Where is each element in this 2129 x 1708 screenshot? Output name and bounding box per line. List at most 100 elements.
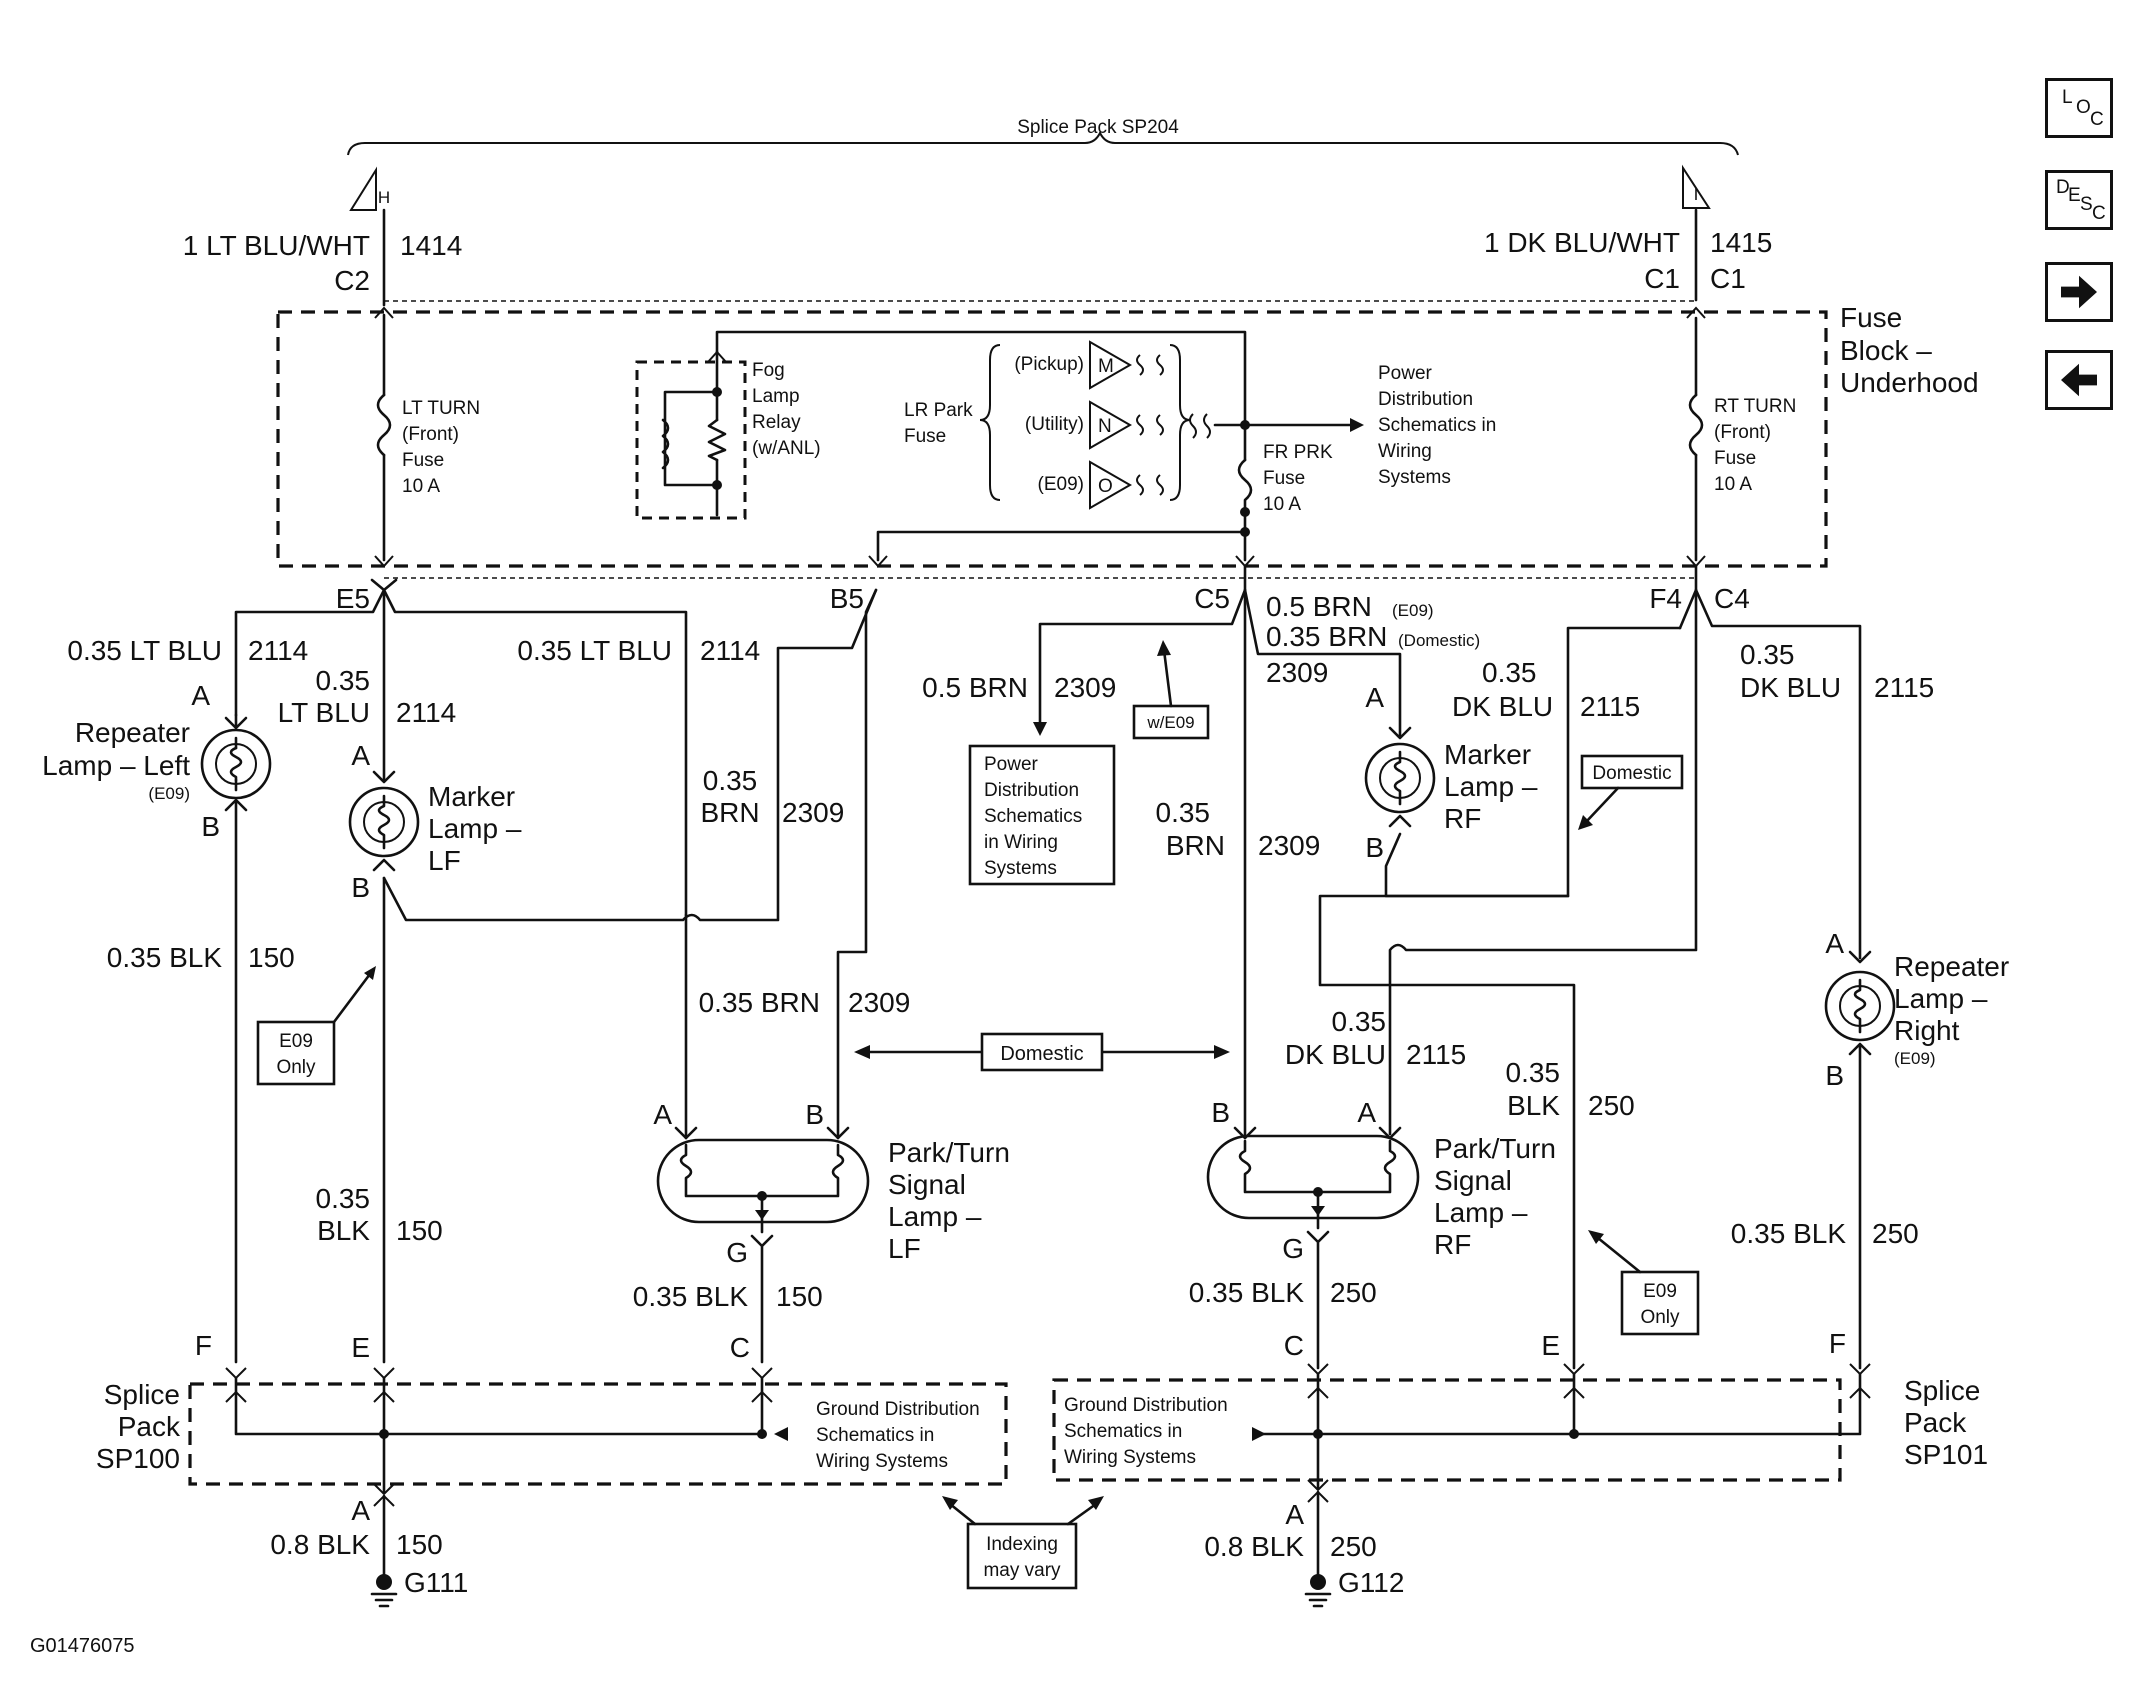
wire-150-marker-gauge: 0.35 xyxy=(316,1183,371,1214)
previous-page-button[interactable] xyxy=(2045,350,2113,410)
fog-relay-resistor xyxy=(707,418,727,462)
sp204-bracket xyxy=(347,130,1739,156)
wire-2309-marker-number: 2309 xyxy=(1266,657,1328,688)
power-distribution-box xyxy=(968,744,1116,886)
sp101-inner-arrows xyxy=(1307,1386,1871,1399)
fuse-block-underhood xyxy=(276,310,1828,568)
svg-text:Systems: Systems xyxy=(984,858,1057,879)
description-button[interactable]: D E S C xyxy=(2045,170,2113,230)
wire-1414-number: 1414 xyxy=(400,230,462,261)
wire-2115-right-color: DK BLU xyxy=(1740,672,1841,703)
park-rf-pin-a: A xyxy=(1357,1097,1376,1128)
ground-distribution-note-left: Ground Distribution Schematics in Wiring… xyxy=(816,1399,980,1472)
park-turn-lamp-rf xyxy=(1206,1126,1420,1370)
wire-2309-left-color: BRN xyxy=(700,797,759,828)
wire-2309-park-lf xyxy=(836,588,878,1140)
svg-text:Signal: Signal xyxy=(1434,1165,1512,1196)
fog-relay-coil xyxy=(661,350,719,517)
sp100-pin-e: E xyxy=(351,1332,370,1363)
sp101-out-arrow xyxy=(1307,1479,1329,1492)
variant-n-triangle: N xyxy=(1089,400,1133,450)
marker-lamp-rf xyxy=(1364,726,1436,828)
ground-dist-right-arrowhead xyxy=(1252,1427,1266,1441)
fog-relay-node xyxy=(712,387,722,397)
wire-2114-marker-gauge: 0.35 xyxy=(316,665,371,696)
rt-turn-fuse-symbol xyxy=(1688,393,1704,457)
fr-prk-junction xyxy=(1240,527,1250,537)
g111-wire-number: 150 xyxy=(396,1529,443,1560)
fr-prk-fuse-label: FR PRK Fuse 10 A xyxy=(1263,442,1333,515)
location-button[interactable]: L O C xyxy=(2045,78,2113,138)
connector-c1-left: C1 xyxy=(1644,263,1680,294)
variant-pickup: (Pickup) xyxy=(1014,354,1084,375)
fr-prk-feed-wire xyxy=(715,330,1247,462)
marker-lf-pin-a: A xyxy=(351,740,370,771)
e09-only-right-leader xyxy=(1596,1236,1642,1274)
e09-only-note-left xyxy=(256,1020,336,1086)
wire-2115-marker-gauge: 0.35 xyxy=(1482,657,1537,688)
wire-2115-right-number: 2115 xyxy=(1874,672,1934,703)
wire-250-sp101-e xyxy=(1318,626,1682,1370)
fuse-block-label-1: Fuse xyxy=(1840,302,1902,333)
svg-text:(E09): (E09) xyxy=(148,784,190,803)
splice-pack-sp100 xyxy=(188,1382,1008,1486)
wire-1415-number: 1415 xyxy=(1710,227,1772,258)
svg-text:Fuse: Fuse xyxy=(904,426,946,447)
sp101-pin-e: E xyxy=(1541,1330,1560,1361)
sp101-bus xyxy=(1260,1372,1862,1490)
lt-turn-fuse-label: LT TURN (Front) Fuse 10 A xyxy=(402,398,480,497)
park-lf-pin-a: A xyxy=(653,1099,672,1130)
power-dist-arrowhead xyxy=(1350,418,1364,432)
svg-text:(Front): (Front) xyxy=(1714,422,1771,443)
e09-only-left-arrowhead xyxy=(364,966,376,980)
park-rf-pin-b: B xyxy=(1211,1097,1230,1128)
desc-letter-c: C xyxy=(2092,203,2106,224)
ground-dist-left-arrowhead xyxy=(774,1427,788,1441)
w-e09-leader xyxy=(1162,648,1173,708)
marker-lamp-lf-label: Marker Lamp – LF xyxy=(428,781,522,876)
svg-text:Fuse: Fuse xyxy=(402,450,444,471)
svg-text:Lamp –: Lamp – xyxy=(888,1201,982,1232)
wire-brn-dom-tag: (Domestic) xyxy=(1398,631,1480,650)
sp100-pin-c: C xyxy=(730,1332,750,1363)
marker-rf-pin-a: A xyxy=(1365,682,1384,713)
sp101-pin-c: C xyxy=(1284,1330,1304,1361)
connector-h-triangle xyxy=(349,166,377,211)
svg-text:LT TURN: LT TURN xyxy=(402,398,480,419)
wire-2114-repeater xyxy=(234,588,386,717)
svg-text:Wiring Systems: Wiring Systems xyxy=(1064,1447,1196,1468)
power-distribution-note: Power Distribution Schematics in Wiring … xyxy=(1378,363,1496,488)
svg-text:FR PRK: FR PRK xyxy=(1263,442,1333,463)
ground-g111-symbol xyxy=(370,1574,398,1608)
repeater-lamp-left-label: Repeater Lamp – Left (E09) xyxy=(42,717,190,803)
svg-text:RT TURN: RT TURN xyxy=(1714,396,1796,417)
next-page-button[interactable] xyxy=(2045,262,2113,322)
lr-park-right-brace xyxy=(1169,344,1191,501)
c2-socket xyxy=(374,306,394,319)
wire-2114-left-number: 2114 xyxy=(248,635,308,666)
wire-250-e-number: 250 xyxy=(1588,1090,1635,1121)
connector-c4: C4 xyxy=(1714,583,1750,614)
sp100-node-2 xyxy=(757,1429,767,1439)
repeater-lamp-left xyxy=(200,713,272,1364)
svg-text:Fuse: Fuse xyxy=(1714,448,1756,469)
svg-text:LR Park: LR Park xyxy=(904,400,973,421)
wire-250-e-gauge: 0.35 xyxy=(1506,1057,1561,1088)
wire-2309-lower-number: 2309 xyxy=(848,987,910,1018)
domestic-note-center xyxy=(980,1032,1104,1072)
marker-lf-pin-b: B xyxy=(351,872,370,903)
park-turn-lamp-lf xyxy=(656,1126,870,1364)
svg-text:Systems: Systems xyxy=(1378,467,1451,488)
domestic-note-right xyxy=(1580,754,1684,790)
wire-150-park-lf-color: 0.35 BLK xyxy=(633,1281,749,1312)
svg-text:RF: RF xyxy=(1444,803,1481,834)
wire-150-park-lf-number: 150 xyxy=(776,1281,823,1312)
variant-squiggles xyxy=(1136,354,1164,496)
park-turn-lamp-rf-label: Park/Turn Signal Lamp – RF xyxy=(1434,1133,1556,1260)
desc-letter-e: E xyxy=(2068,185,2081,206)
power-dist-box-arrowhead xyxy=(1033,722,1047,736)
svg-text:Fog: Fog xyxy=(752,360,785,381)
g111-wire-color: 0.8 BLK xyxy=(270,1529,370,1560)
fuse-block-label-3: Underhood xyxy=(1840,367,1979,398)
svg-text:Repeater: Repeater xyxy=(1894,951,2009,982)
